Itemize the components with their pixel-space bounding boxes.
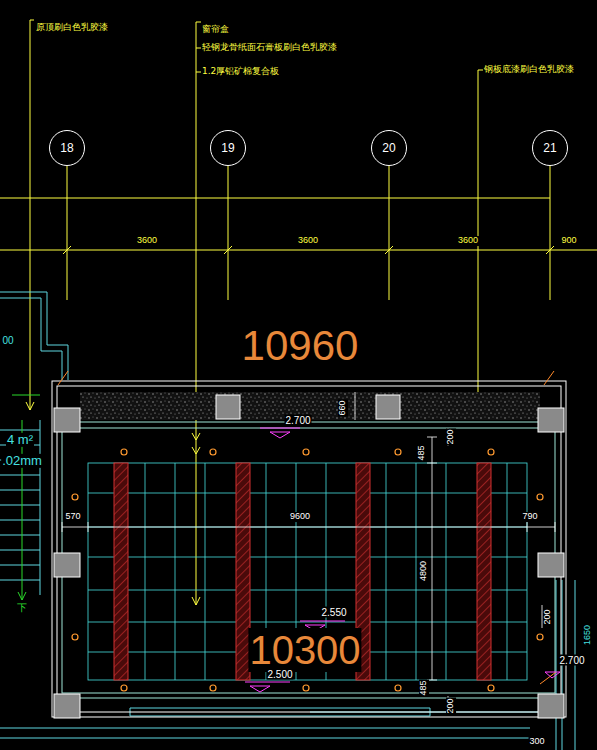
material-note: 钢板底漆刷白色乳胶漆: [483, 65, 575, 75]
dimension-text: 9600: [289, 512, 311, 522]
dimension-text: 3600: [457, 236, 479, 246]
dimension-text: 2.700: [284, 415, 311, 426]
stair-arrow: [12, 395, 40, 600]
dimension-slash: [58, 371, 556, 684]
axis-number: 20: [382, 141, 395, 155]
dimension-text: 570: [64, 512, 81, 522]
axis-bubble: 20: [371, 130, 407, 166]
dimension-text: 4 m²: [6, 433, 34, 447]
column: [54, 395, 564, 718]
axis-number: 18: [60, 141, 73, 155]
dimension-lines: [62, 392, 555, 714]
dimension-text: 485: [419, 679, 429, 696]
dimension-text: 900: [560, 236, 577, 246]
dimension-text: 2.500: [266, 669, 293, 680]
axis-bubble: 18: [49, 130, 85, 166]
wall-outline: [52, 381, 566, 717]
stair-walls: [0, 292, 575, 750]
dimension-text: 790: [521, 512, 538, 522]
ceiling-edge: [62, 422, 555, 698]
dimension-text: 300: [528, 737, 545, 747]
material-note: 窗帘盒: [201, 25, 230, 35]
dimension-text: 2.550: [320, 607, 347, 618]
dimension-text: 4800: [419, 560, 429, 582]
level-mark: [245, 428, 560, 692]
mineral-board-grid: [88, 463, 527, 680]
steel-beam: [114, 463, 491, 680]
material-note: 原顶刷白色乳胶漆: [35, 23, 109, 33]
dimension-text: .02mm: [1, 454, 43, 468]
dimension-text: 3600: [136, 236, 158, 246]
dimension-text: 3600: [297, 236, 319, 246]
axis-number: 21: [543, 141, 556, 155]
material-note: 轻钢龙骨纸面石膏板刷白色乳胶漆: [201, 43, 338, 53]
axis-bubble: 19: [210, 130, 246, 166]
dimension-text: 485: [417, 444, 427, 461]
dimension-text: 200: [446, 428, 456, 445]
axis-number: 19: [221, 141, 234, 155]
axis-bubble: 21: [532, 130, 568, 166]
material-note: 1.2厚铝矿棉复合板: [201, 67, 280, 77]
dimension-text: 1650: [583, 624, 593, 646]
dimension-text: 10960: [241, 323, 360, 369]
dimension-text: 00: [1, 335, 14, 346]
dimension-text: 660: [338, 399, 348, 416]
dimension-text: 10300: [248, 628, 361, 672]
downlight: [72, 449, 543, 691]
dimension-text: 200: [543, 608, 553, 625]
dimension-text: 下: [16, 602, 28, 613]
dimension-text: 200: [446, 697, 456, 714]
axis-lines: [0, 20, 597, 605]
dimension-text: 2.700: [558, 655, 585, 666]
